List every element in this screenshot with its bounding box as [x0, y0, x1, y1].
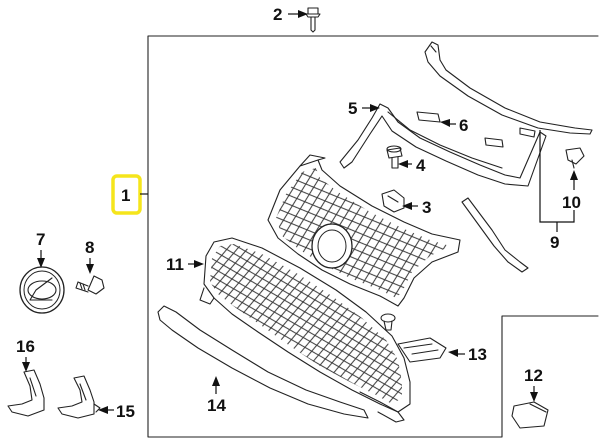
- clip-bracket-6c: [519, 127, 536, 138]
- callout-12: 12: [524, 366, 543, 385]
- bolt-part-2: [305, 7, 321, 33]
- upper-molding-detail: [430, 45, 437, 53]
- callout-1: 1: [121, 186, 130, 205]
- callout-7: 7: [36, 230, 45, 249]
- callout-3: 3: [422, 198, 431, 217]
- callout-13: 13: [468, 345, 487, 364]
- upper-grille-mesh: [276, 168, 450, 298]
- callout-14: 14: [207, 396, 226, 415]
- upper-molding-strip: [424, 41, 593, 135]
- arrow-7: [37, 258, 45, 268]
- callout-16: 16: [16, 337, 35, 356]
- surround-inner-line: [387, 111, 503, 169]
- lower-grille-mesh: [210, 244, 402, 404]
- clip-bracket-6b: [484, 137, 504, 148]
- arrow-4: [398, 160, 408, 168]
- screw-part-8: [75, 275, 105, 295]
- callout-6: 6: [459, 116, 468, 135]
- arrow-15: [98, 406, 108, 414]
- arrow-5: [370, 104, 380, 112]
- arrow-10: [570, 170, 578, 180]
- grille-emblem-mount-inner: [317, 229, 347, 263]
- push-clip: [380, 313, 396, 331]
- callout-4: 4: [416, 156, 426, 175]
- bracket-part-16: [7, 369, 45, 417]
- arrow-2: [298, 10, 308, 18]
- surround-side-member: [461, 197, 529, 273]
- arrow-12: [530, 392, 538, 402]
- bracket-part-15: [57, 375, 101, 419]
- bracket-part-13: [397, 337, 447, 363]
- arrow-8: [86, 264, 94, 274]
- arrow-3: [402, 202, 412, 210]
- callout-10: 10: [562, 193, 581, 212]
- lexus-logo-icon: [29, 277, 53, 301]
- leader-9: [539, 130, 575, 232]
- arrow-13: [448, 349, 458, 357]
- lower-grille-left-tab: [199, 287, 215, 305]
- arrow-11: [194, 260, 204, 268]
- callout-15: 15: [116, 402, 135, 421]
- clip-bracket-6: [416, 111, 441, 123]
- callout-9: 9: [550, 233, 559, 252]
- arrow-16: [22, 362, 30, 372]
- assembly-frame: [147, 35, 599, 438]
- callout-11: 11: [166, 255, 184, 274]
- upper-grille-top-lip: [299, 154, 326, 167]
- clip-part-4: [386, 145, 403, 169]
- callout-5: 5: [348, 99, 357, 118]
- lower-grille-outline: [203, 237, 411, 413]
- lower-grille-bottom-rim: [359, 391, 405, 423]
- lower-molding-strip: [157, 305, 369, 419]
- upper-grille-outline: [267, 159, 461, 307]
- callout-2: 2: [273, 5, 282, 24]
- arrow-14: [212, 376, 220, 386]
- bracket-part-12: [511, 401, 549, 429]
- callout-8: 8: [85, 238, 94, 257]
- arrow-6: [440, 119, 450, 127]
- bracket-part-3: [381, 189, 405, 213]
- upper-surround-frame: [339, 103, 547, 187]
- emblem-part-7: [19, 266, 65, 314]
- clip-part-10: [565, 147, 585, 169]
